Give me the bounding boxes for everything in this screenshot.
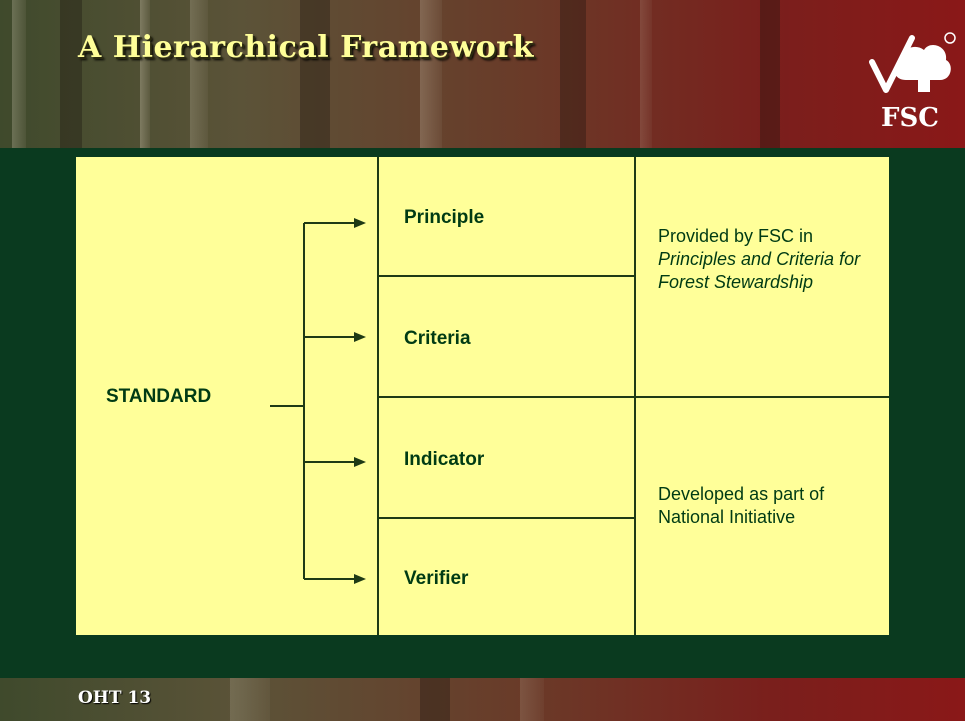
level-criteria-label: Criteria [404,328,471,349]
arrow-principle [304,218,366,228]
hierarchy-diagram: STANDARD Principle Criteria Indicator Ve… [76,157,889,635]
level-verifier-label: Verifier [404,568,469,589]
level-indicator-label: Indicator [404,449,485,470]
forest-background-bottom [0,678,965,721]
forest-background-top [0,0,965,148]
fsc-logo-text: FSC [881,103,939,132]
divider-principle-criteria [377,275,635,277]
national-initiative-note: Developed as part of National Initiative [658,484,825,527]
hierarchy-arrows [270,218,366,584]
fsc-provided-note-source: Principles and Criteria for Forest Stewa… [658,249,861,292]
arrow-verifier [304,574,366,584]
divider-indicator-verifier [377,517,635,519]
divider-mid [377,396,889,398]
arrow-criteria [304,332,366,342]
arrow-indicator [304,457,366,467]
fsc-logo: FSC [858,28,958,133]
fsc-provided-note-prefix: Provided by FSC in [658,226,814,246]
level-principle-label: Principle [404,207,485,228]
fsc-tree-check-icon: FSC [869,32,956,133]
slide-number: OHT 13 [78,688,152,708]
root-standard-label: STANDARD [106,386,212,407]
fsc-provided-note: Provided by FSC in Principles and Criter… [658,225,873,294]
slide-title: A Hierarchical Framework [78,30,534,65]
